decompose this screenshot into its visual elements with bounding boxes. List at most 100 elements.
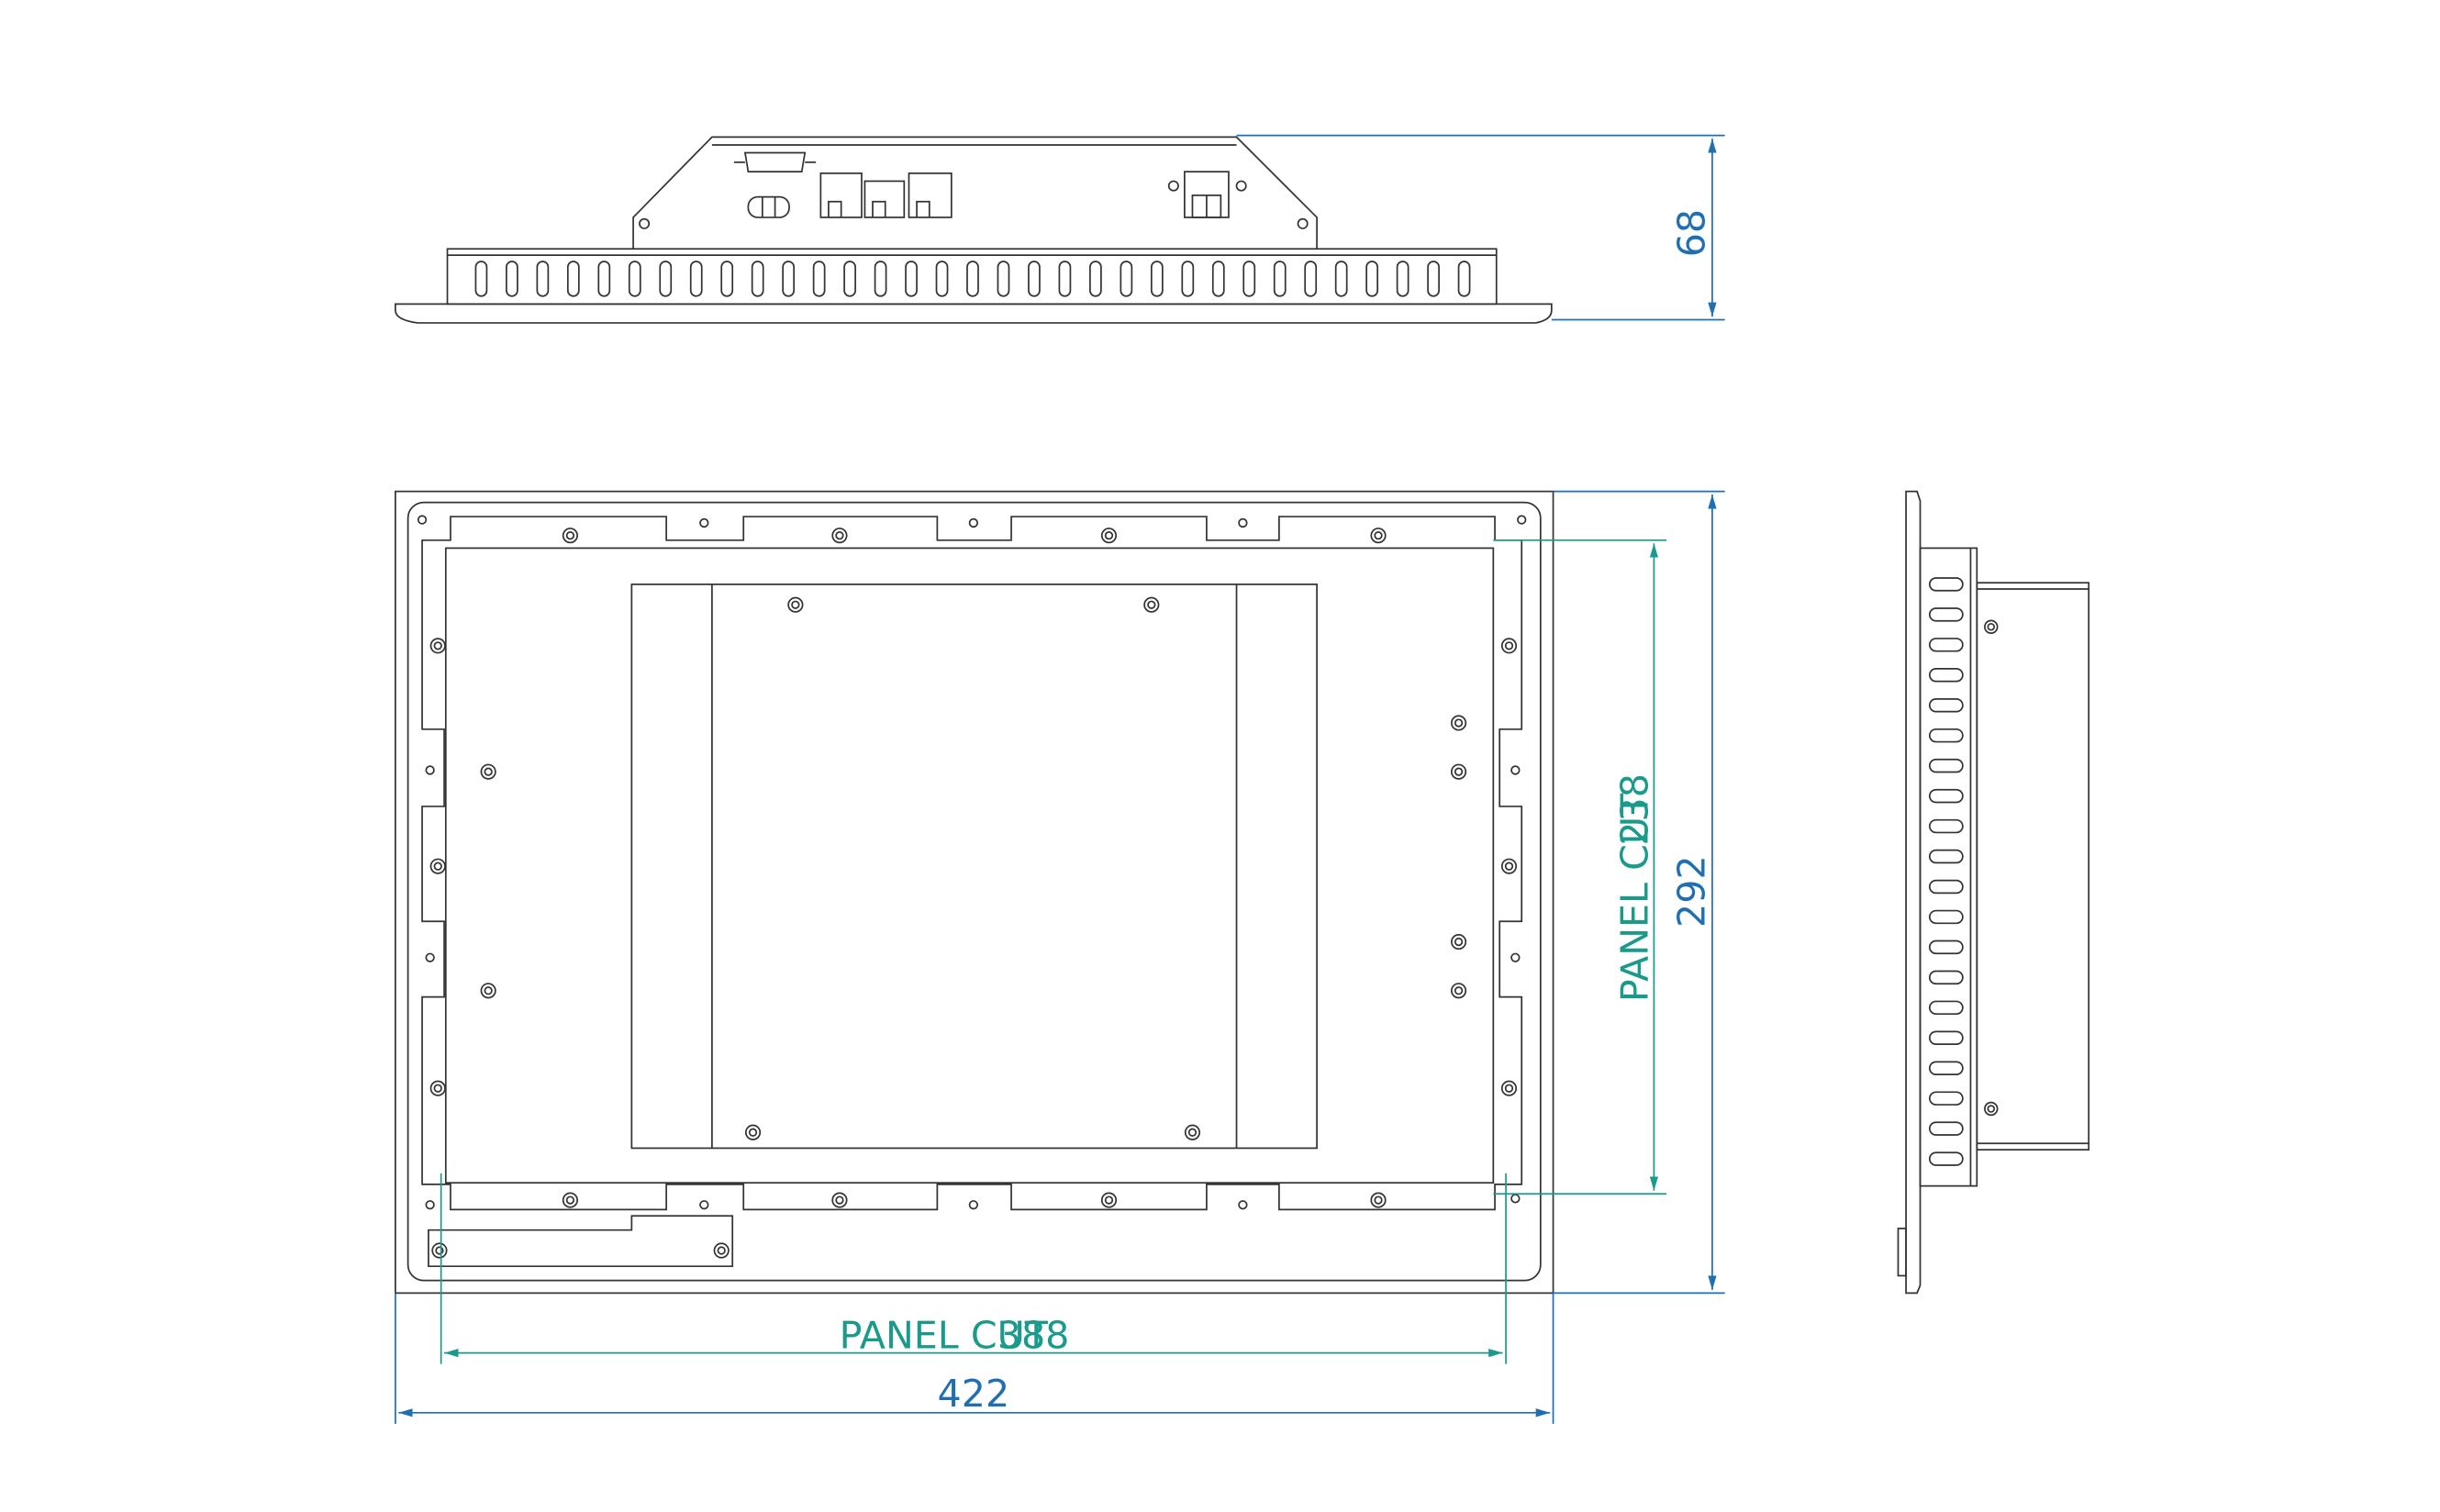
vent-slot: [1928, 1121, 1964, 1136]
screw-icon: [1500, 858, 1518, 874]
mounting-hole-icon: [699, 1200, 709, 1210]
mounting-hole-icon: [1510, 952, 1521, 962]
vent-slot: [597, 261, 611, 297]
screw-icon: [1450, 715, 1467, 731]
mounting-hole-icon: [968, 517, 979, 528]
vent-slot: [1928, 1091, 1964, 1106]
vent-slot: [1181, 261, 1195, 297]
dimension-292-label: 292: [1669, 855, 1713, 928]
vent-slot: [1365, 261, 1379, 297]
vent-slot: [1928, 879, 1964, 895]
mounting-hole-icon: [1517, 515, 1527, 525]
dimension-panel-cut-388: [440, 1173, 1507, 1364]
vent-slot: [506, 261, 518, 297]
mounting-screws: [429, 528, 1518, 1259]
screw-icon: [1500, 1080, 1518, 1096]
vent-slot: [1928, 849, 1964, 864]
screw-icon: [1450, 933, 1467, 951]
vent-slot: [536, 261, 550, 297]
dimension-422-label: 422: [938, 1372, 1010, 1416]
screw-icon: [1450, 983, 1467, 999]
vent-slot: [1928, 758, 1964, 773]
vent-slot: [1273, 261, 1287, 297]
screw-icon: [1500, 638, 1518, 654]
vent-slot: [1304, 261, 1318, 297]
power-connector-icon: [1167, 171, 1247, 218]
vent-slot: [628, 261, 641, 297]
vent-slot: [1928, 970, 1964, 985]
vent-slot: [751, 261, 764, 297]
screw-icon: [431, 1242, 448, 1259]
screw-icon: [1100, 1192, 1118, 1208]
vent-slot: [689, 261, 703, 297]
vent-slot: [1928, 728, 1964, 743]
vent-slot: [1242, 261, 1256, 297]
serial-port-icon: [733, 151, 817, 218]
vent-slot: [935, 261, 949, 297]
vent-slot: [1928, 1151, 1964, 1166]
screw-icon: [831, 528, 848, 544]
screw-icon: [562, 1192, 578, 1208]
mounting-hole-icon: [1510, 1194, 1521, 1204]
vent-slot: [659, 261, 673, 297]
vent-slot: [1928, 939, 1964, 955]
vent-slot: [1089, 261, 1102, 297]
dimension-68-label: 68: [1669, 209, 1713, 257]
mounting-hole-icon: [1238, 1200, 1248, 1210]
screw-icon: [480, 983, 496, 999]
vent-slot: [1457, 261, 1471, 297]
vent-slot: [782, 261, 796, 297]
top-view: [395, 134, 1725, 324]
vent-slot: [843, 261, 856, 297]
dimension-238-label: 238: [1613, 773, 1657, 846]
dimension-388-label: 388: [997, 1313, 1070, 1357]
vent-slot: [1928, 788, 1964, 804]
vent-slot: [1928, 1030, 1964, 1045]
side-ventilation-slots: [1928, 577, 1964, 1166]
side-view: [1897, 490, 2090, 1295]
screw-icon: [787, 596, 804, 613]
mounting-hole-icon: [699, 517, 709, 528]
dimension-292: [1553, 490, 1725, 1295]
dimension-panel-cut-238: [1493, 539, 1667, 1195]
vent-slot: [566, 261, 580, 297]
screw-icon: [429, 858, 446, 874]
vent-slot: [1928, 909, 1964, 925]
vent-slot: [1928, 607, 1964, 622]
vent-slot: [1928, 668, 1964, 683]
screw-icon: [1370, 528, 1387, 544]
panel-cut-388-prefix: PANEL CUT: [840, 1313, 1049, 1357]
mounting-hole-icon: [1510, 765, 1521, 775]
mounting-hole-icon: [425, 1200, 435, 1210]
screw-icon: [744, 1124, 762, 1140]
vent-slot: [1211, 261, 1225, 297]
mounting-hole-icon: [968, 1200, 979, 1210]
vent-slot: [1150, 261, 1164, 297]
mounting-hole-icon: [417, 515, 428, 525]
screw-icon: [1184, 1124, 1201, 1140]
screw-icon: [429, 1080, 446, 1096]
screw-icon: [713, 1242, 730, 1259]
ethernet-ports-icon: [819, 172, 953, 218]
vent-slot: [997, 261, 1010, 297]
vent-slot: [1928, 1000, 1964, 1016]
mounting-hole-icon: [425, 952, 435, 962]
dimension-422: [395, 1293, 1554, 1424]
screw-icon: [562, 528, 578, 544]
vent-slot: [1928, 698, 1964, 713]
vent-slot: [1928, 638, 1964, 652]
screw-icon: [429, 638, 446, 654]
screw-icon: [1100, 528, 1118, 544]
vent-slot: [966, 261, 979, 297]
vent-slot: [1334, 261, 1348, 297]
vent-slot: [1928, 577, 1964, 592]
vent-slot: [1928, 1061, 1964, 1075]
mounting-holes: [417, 515, 1527, 1210]
mounting-hole-icon: [1238, 517, 1248, 528]
vent-slot: [812, 261, 826, 297]
mounting-hole-icon: [425, 765, 435, 775]
screw-icon: [1143, 596, 1160, 613]
panel-cut-238-prefix: PANEL CUT: [1613, 793, 1657, 1002]
vent-slot: [1928, 818, 1964, 834]
